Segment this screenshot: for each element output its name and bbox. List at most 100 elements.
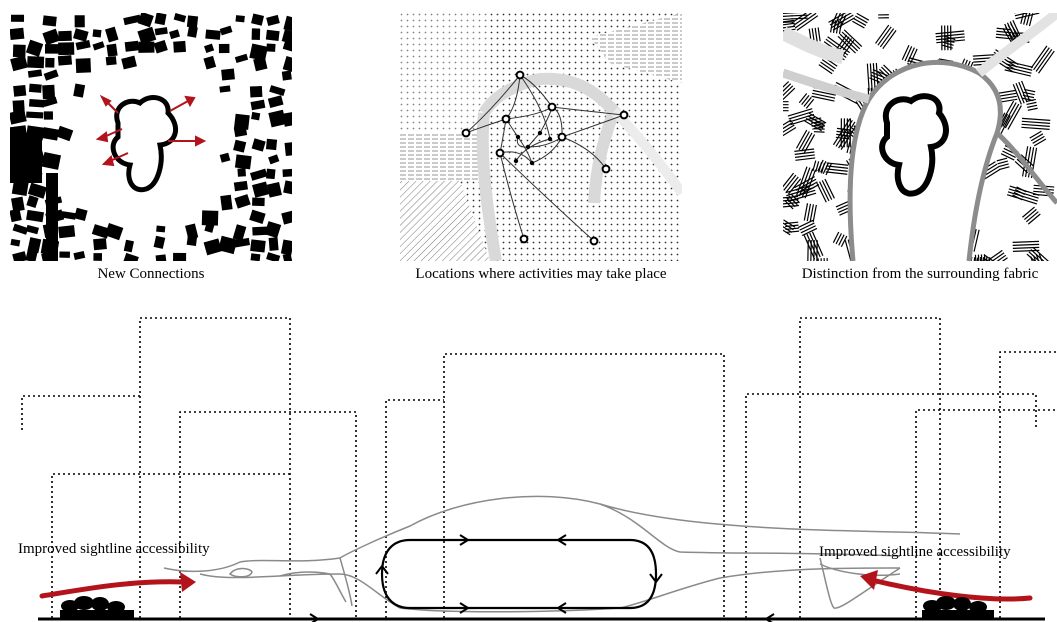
fabric-hatch-line — [783, 83, 792, 92]
fabric-hatch-line — [1023, 13, 1028, 25]
building-block — [12, 223, 29, 235]
sightline-label-left: Improved sightline accessibility — [18, 541, 210, 557]
building-block — [155, 254, 168, 261]
fabric-hatch-line — [825, 168, 848, 172]
fabric-hatch-line — [882, 29, 897, 50]
building-block — [74, 207, 88, 222]
fabric-hatch-line — [1027, 213, 1041, 225]
building-block — [93, 238, 107, 251]
fabric-hatch-line — [804, 169, 817, 199]
fabric-hatch-line — [796, 15, 819, 31]
activity-link — [499, 152, 595, 242]
fabric-hatch-line — [794, 176, 815, 189]
fabric-hatch-line — [983, 257, 985, 261]
building-block — [26, 195, 39, 208]
building-block — [58, 30, 72, 42]
fabric-hatch-line — [943, 35, 956, 41]
building-block — [27, 56, 45, 69]
building-block — [218, 235, 238, 255]
activity-link — [551, 106, 625, 116]
building-block — [220, 194, 233, 211]
fabric-hatch-line — [976, 257, 979, 261]
activity-junction — [547, 136, 553, 142]
building-block — [233, 180, 249, 192]
building-block — [73, 83, 86, 98]
fabric-hatch-line — [821, 180, 833, 200]
pond-outline — [110, 95, 178, 193]
building-block — [73, 250, 86, 261]
building-block — [233, 113, 250, 130]
building-block — [10, 14, 25, 22]
activity-link — [499, 152, 525, 240]
fabric-hatch-line — [838, 234, 845, 246]
fabric-hatch-line — [1004, 69, 1031, 77]
activity-node — [619, 110, 629, 120]
building-block — [123, 14, 142, 26]
fabric-hatch-line — [794, 13, 817, 29]
fabric-hatch-line — [1015, 13, 1040, 20]
fabric-hatch-line — [941, 44, 953, 49]
fabric-hatch-line — [791, 13, 808, 24]
fabric-hatch-line — [798, 219, 814, 228]
fabric-hatch-line — [875, 24, 890, 44]
fabric-map-svg — [783, 13, 1057, 261]
fabric-hatch-line — [783, 121, 794, 130]
building-block — [253, 56, 268, 72]
fabric-hatch-line — [1018, 81, 1028, 103]
building-block — [93, 253, 103, 261]
fabric-hatch-line — [853, 18, 867, 26]
building-outlines — [21, 317, 1057, 618]
building-block — [266, 43, 276, 52]
fabric-hatch-line — [799, 222, 815, 231]
fabric-hatch-line — [998, 166, 1010, 171]
fabric-hatch-line — [840, 235, 848, 248]
fabric-hatch-line — [1016, 186, 1027, 193]
activity-junction — [525, 144, 531, 150]
building-block — [75, 40, 91, 51]
fabric-hatch-line — [1021, 120, 1051, 124]
building-block — [138, 41, 155, 53]
fabric-hatch-line — [810, 117, 822, 122]
fabric-hatch-line — [784, 199, 794, 210]
fabric-hatch-line — [1032, 135, 1045, 144]
fabric-hatch-line — [1021, 80, 1031, 102]
building-block — [283, 15, 292, 33]
fabric-hatch-line — [783, 222, 794, 231]
fabric-hatch-line — [998, 115, 1011, 137]
building-block — [203, 238, 222, 256]
building-block — [283, 180, 292, 195]
building-block — [105, 26, 119, 43]
building-block — [252, 197, 265, 207]
building-block — [265, 168, 276, 180]
fabric-hatch-line — [1024, 88, 1036, 93]
building-block — [124, 40, 140, 52]
fabric-hatch-line — [1030, 45, 1048, 69]
building-block — [250, 168, 268, 181]
building-block — [266, 182, 282, 198]
fabric-hatch-line — [820, 161, 827, 173]
building-block — [10, 109, 27, 125]
fabric-hatch-line — [794, 148, 815, 152]
fabric-hatch-line — [1012, 240, 1040, 243]
fabric-hatch-line — [783, 119, 792, 126]
building-block — [41, 151, 61, 170]
fabric-hatch-line — [832, 231, 840, 243]
fabric-hatch-line — [989, 257, 991, 261]
activity-map — [400, 13, 682, 261]
activity-junction — [513, 158, 519, 164]
fabric-hatch-line — [1014, 13, 1030, 17]
building-block — [269, 85, 286, 96]
fabric-hatch-line — [1026, 253, 1036, 261]
building-block — [187, 26, 198, 38]
building-block — [57, 55, 73, 66]
building-block — [249, 209, 266, 224]
fabric-hatch-line — [935, 30, 965, 35]
fabric-hatch-line — [820, 258, 822, 261]
building-block — [234, 237, 251, 248]
building-block — [25, 250, 38, 261]
fabric-hatch-line — [1038, 253, 1043, 261]
fabric-hatch-line — [836, 130, 851, 134]
direction-arrows — [309, 534, 775, 622]
fabric-hatch-line — [803, 96, 812, 107]
fabric-hatch-line — [841, 31, 861, 50]
